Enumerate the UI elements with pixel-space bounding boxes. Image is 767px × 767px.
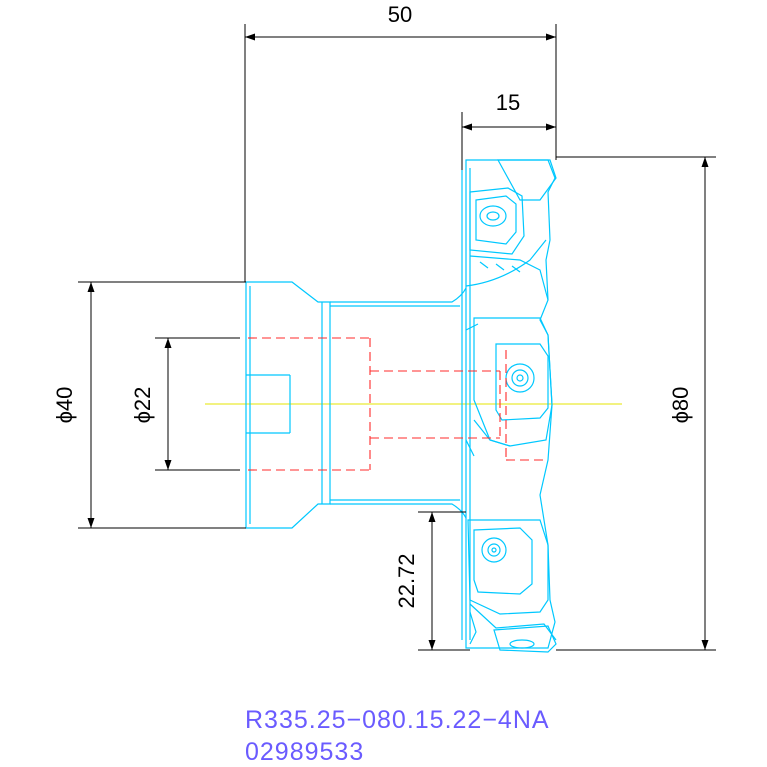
dim-label-15: 15	[496, 90, 520, 115]
bottom-insert	[467, 519, 549, 615]
hidden-bore-lines	[248, 337, 546, 471]
bottom-tip-insert	[493, 625, 557, 653]
top-insert	[496, 159, 557, 201]
middle-insert	[473, 317, 553, 447]
order-number: 02989533	[245, 738, 364, 766]
dim-label-phi80: ϕ80	[668, 387, 693, 424]
dim-label-22-72: 22.72	[394, 553, 419, 608]
part-code: R335.25−080.15.22−4NA	[245, 706, 550, 734]
shank-outline	[245, 281, 331, 529]
dim-label-phi22: ϕ22	[130, 387, 155, 424]
dim-label-phi40: ϕ40	[52, 387, 77, 424]
dim-label-50: 50	[388, 2, 412, 27]
neck-outline	[330, 287, 467, 519]
dimension-lines	[78, 24, 716, 651]
tool-body	[245, 159, 557, 653]
